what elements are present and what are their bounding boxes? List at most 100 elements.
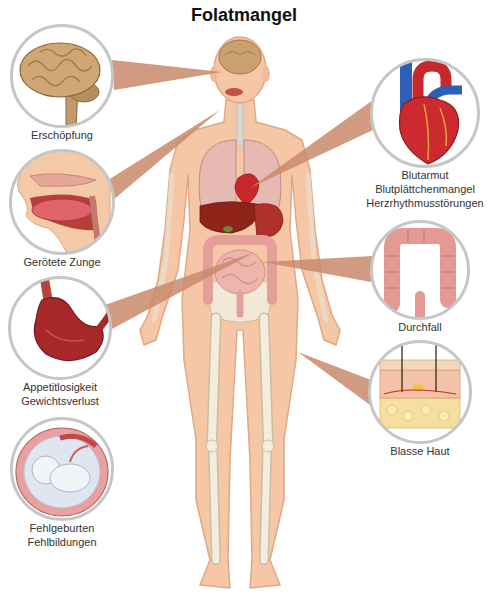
fat-cell [387,405,397,415]
symptom-labels: Durchfall [398,320,441,334]
umbilical-cord [70,446,88,462]
heart [235,174,259,205]
symptom-labels: Blasse Haut [390,444,449,458]
tibia [264,452,267,560]
rectum [237,294,244,314]
femur [264,318,268,440]
leader-wedge [112,60,222,90]
gland [412,384,424,392]
symptom-circle: Gerötete Zunge [9,149,115,255]
femur [212,318,216,440]
symptom-circle: BlutarmutBlutplättchenmangelHerzrhythmus… [370,58,480,168]
symptom-label: Blutarmut [366,168,483,182]
body-outline [140,100,340,588]
gallbladder [223,226,233,232]
esophagus [44,276,48,300]
coronary-vessel [424,104,446,160]
mouth-cavity [225,88,243,96]
ear [210,66,218,82]
head-section [17,150,110,260]
symptom-label: Erschöpfung [31,128,93,142]
symptom-labels: AppetitlosigkeitGewichtsverlust [21,380,99,408]
arm-bone [308,175,326,320]
colon-haustra [386,230,454,288]
colon-illustration [386,230,454,318]
circle-ground [371,59,479,167]
tibia [264,452,267,560]
fat-cell [421,405,431,415]
circle-ground [11,25,113,127]
tongue-illustration [17,150,110,260]
symptom-circle: AppetitlosigkeitGewichtsverlust [8,276,112,380]
skin-illustration [380,330,460,428]
uterus [16,428,108,516]
stomach-illustration [34,276,112,361]
femur [264,318,268,440]
symptom-labels: Gerötete Zunge [23,255,100,269]
oral-cavity [30,194,98,230]
stomach [34,298,103,361]
symptom-circle: FehlgeburtenFehlbildungen [10,417,114,521]
symptom-circle: Blasse Haut [368,340,472,444]
leader-wedge [108,110,220,200]
leader-wedge [298,352,371,405]
symptom-labels: Erschöpfung [31,128,93,142]
nasal-cavity [30,174,96,187]
kneecap [206,440,218,452]
rectum [415,296,425,318]
circle-ground [371,221,469,319]
throat [92,196,100,260]
tongue [32,199,92,221]
dermis [380,370,460,398]
vessel [384,390,456,394]
epidermis [380,360,460,370]
fat-cell [403,411,413,421]
symptom-circle: Erschöpfung [10,24,114,128]
trachea [237,104,243,146]
symptom-label: Fehlbildungen [27,535,96,549]
femur [212,318,216,440]
brain-fold [225,52,255,56]
leader-wedge [105,252,255,330]
liver [200,202,262,233]
leader-wedge [262,256,373,282]
amniotic-sac [24,436,100,508]
stomach [254,204,283,238]
brain-gyri [28,49,92,86]
diagram-title: Folatmangel [0,5,488,26]
symptom-labels: BlutarmutBlutplättchenmangelHerzrhythmus… [366,168,483,210]
subcutis [380,398,460,428]
tibia [213,452,216,560]
symptom-labels: FehlgeburtenFehlbildungen [27,521,96,549]
circle-ground [369,341,471,443]
symptom-label: Blutplättchenmangel [366,182,483,196]
small-intestine [215,250,265,294]
placenta [60,436,96,446]
symptom-label: Gewichtsverlust [21,394,99,408]
brain [219,40,261,74]
symptom-label: Herzrhythmusstörungen [366,196,483,210]
symptom-label: Blasse Haut [390,444,449,458]
heart-illustration [400,62,463,164]
fetus-body [50,464,90,492]
circle-ground [9,277,111,379]
stomach-fold [46,330,84,341]
symptom-label: Appetitlosigkeit [21,380,99,394]
cerebrum [20,43,100,97]
head [214,37,266,103]
brain-illustration [20,43,100,130]
leg-bones [154,175,326,560]
tibia [213,452,216,560]
symptom-label: Durchfall [398,320,441,334]
symptom-label: Gerötete Zunge [23,255,100,269]
human-body [140,37,340,588]
leader-wedges [105,60,373,405]
circle-ground [11,418,113,520]
heart [400,97,459,164]
symptom-label: Fehlgeburten [27,521,96,535]
fat-cell [439,411,449,421]
circle-grounds [9,25,479,520]
leader-wedge [250,100,373,188]
